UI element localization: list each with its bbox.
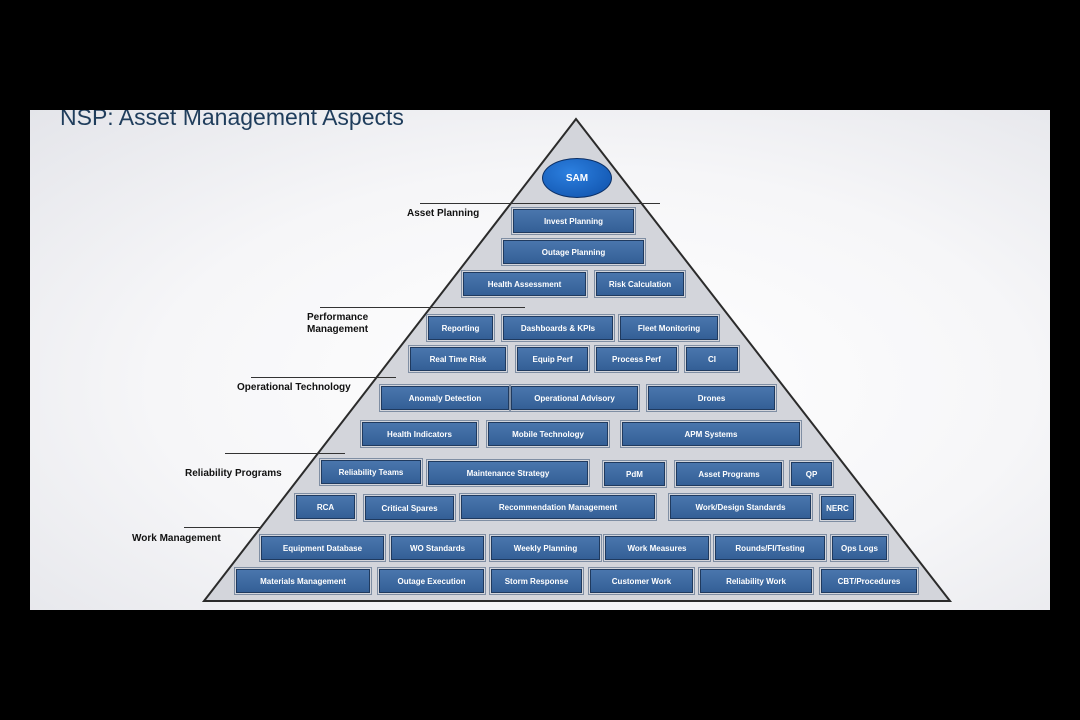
pyramid-box: WO Standards (389, 534, 486, 562)
pyramid-box: CBT/Procedures (819, 567, 919, 595)
tier-divider-line (251, 377, 396, 378)
pyramid-box: Work/Design Standards (668, 493, 813, 521)
slide: NSP: Asset Management Aspects SAM Asset … (30, 110, 1050, 610)
pyramid-box: Process Perf (594, 345, 679, 373)
tier-divider-line (420, 203, 660, 204)
pyramid-box: Critical Spares (363, 494, 456, 522)
pyramid-box: Real Time Risk (408, 345, 508, 373)
tier-divider-line (320, 307, 525, 308)
pyramid-box: Anomaly Detection (379, 384, 511, 412)
pyramid-box: Recommendation Management (459, 493, 657, 521)
pyramid-box: Customer Work (588, 567, 695, 595)
tier-divider-line (225, 453, 345, 454)
pyramid-box: Outage Planning (501, 238, 646, 266)
tier-divider-line (184, 527, 261, 528)
pyramid-box: Weekly Planning (489, 534, 602, 562)
pyramid-box: Dashboards & KPIs (501, 314, 615, 342)
pyramid-box: Mobile Technology (486, 420, 610, 448)
pyramid-box: Asset Programs (674, 460, 784, 488)
pyramid-box: RCA (294, 493, 357, 521)
pyramid-box: Ops Logs (830, 534, 889, 562)
tier-label: Asset Planning (407, 208, 480, 219)
pyramid-box: Rounds/FI/Testing (713, 534, 827, 562)
tier-label: Work Management (132, 533, 221, 544)
sam-ellipse: SAM (542, 158, 612, 198)
pyramid-box: Outage Execution (377, 567, 486, 595)
pyramid-box: Equipment Database (259, 534, 386, 562)
pyramid-box: Equip Perf (515, 345, 590, 373)
pyramid-box: Operational Advisory (509, 384, 640, 412)
tier-label: Operational Technology (237, 382, 351, 393)
pyramid-box: Drones (646, 384, 777, 412)
slide-title: NSP: Asset Management Aspects (60, 110, 404, 130)
tier-label: Performance Management (307, 312, 369, 335)
pyramid-box: QP (789, 460, 834, 488)
pyramid-box: Health Indicators (360, 420, 479, 448)
pyramid-box: CI (684, 345, 740, 373)
pyramid-box: Reliability Teams (319, 458, 423, 486)
pyramid-box: Work Measures (603, 534, 711, 562)
pyramid-box: Storm Response (489, 567, 584, 595)
pyramid-box: APM Systems (620, 420, 802, 448)
pyramid-box: Maintenance Strategy (426, 459, 590, 487)
pyramid-box: Fleet Monitoring (618, 314, 720, 342)
pyramid-box: Health Assessment (461, 270, 588, 298)
pyramid-box: PdM (602, 460, 667, 488)
pyramid-box: Reporting (426, 314, 495, 342)
pyramid-box: Reliability Work (698, 567, 814, 595)
pyramid-box: Risk Calculation (594, 270, 686, 298)
tier-label: Reliability Programs (185, 468, 282, 479)
pyramid-box: Invest Planning (511, 207, 636, 235)
pyramid-box: NERC (819, 494, 856, 522)
pyramid-box: Materials Management (234, 567, 372, 595)
